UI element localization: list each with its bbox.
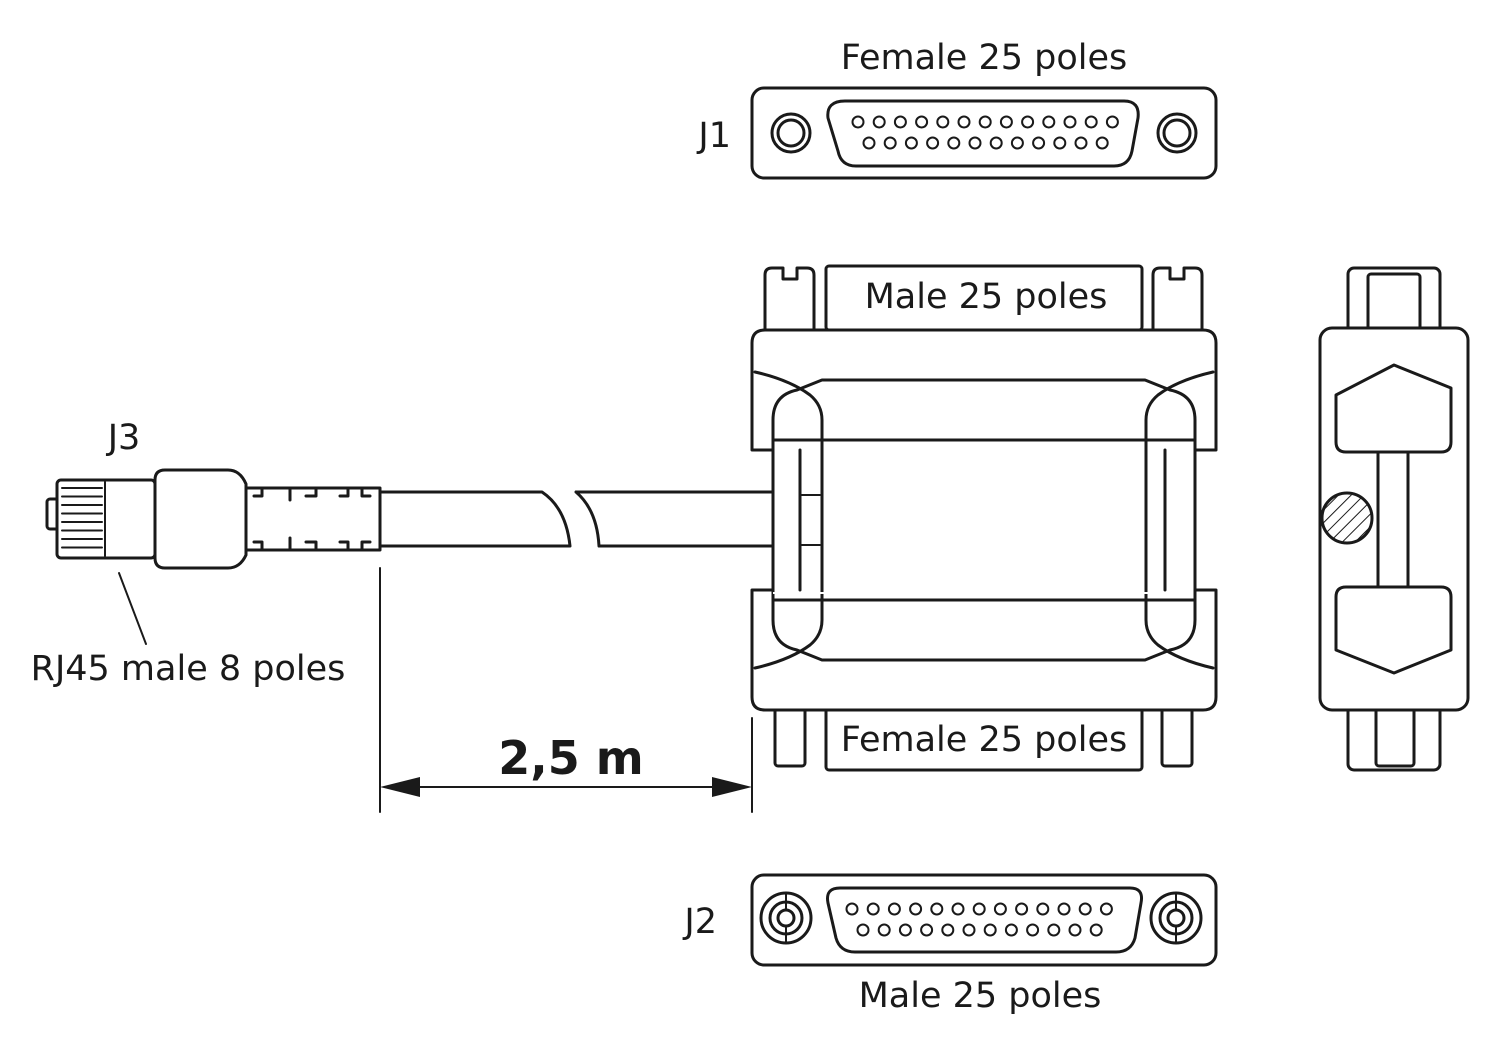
j1-connector-face <box>750 86 1218 180</box>
j1-left-mount-hole <box>770 112 812 154</box>
pin <box>1105 115 1119 129</box>
pin <box>1063 115 1077 129</box>
pin <box>1021 115 1035 129</box>
pin <box>883 136 897 150</box>
pin <box>1084 115 1098 129</box>
j2-description: Male 25 poles <box>859 976 1102 1016</box>
pin <box>947 136 961 150</box>
pin <box>1074 136 1088 150</box>
pin <box>887 902 901 916</box>
pin <box>851 115 865 129</box>
j2-pin-array <box>845 902 1113 937</box>
pin <box>999 115 1013 129</box>
pin <box>1026 923 1040 937</box>
pin <box>866 902 880 916</box>
cable <box>378 490 775 548</box>
pin <box>893 115 907 129</box>
cable-segment-right <box>574 490 775 548</box>
pin <box>983 923 997 937</box>
strain-relief <box>244 486 382 552</box>
pin <box>962 923 976 937</box>
pin <box>989 136 1003 150</box>
pin <box>926 136 940 150</box>
pin <box>862 136 876 150</box>
pin <box>898 923 912 937</box>
bottom-body-label: Female 25 poles <box>841 720 1127 760</box>
j2-shell <box>750 873 1218 967</box>
cable-length-label: 2,5 m <box>498 731 643 785</box>
pin <box>941 923 955 937</box>
j1-d-sub-outline <box>826 99 1140 168</box>
pin <box>1089 923 1103 937</box>
pin <box>845 902 859 916</box>
pin <box>920 923 934 937</box>
top-right-tab <box>1151 266 1204 332</box>
dimension-arrow-icon <box>379 567 753 813</box>
rj45-description: RJ45 male 8 poles <box>31 649 346 689</box>
body-waist <box>771 438 1197 602</box>
pin <box>1057 902 1071 916</box>
pin <box>951 902 965 916</box>
pin <box>856 923 870 937</box>
j1-right-mount-hole <box>1156 112 1198 154</box>
side-top-grip <box>1334 363 1453 454</box>
top-body-label: Male 25 poles <box>865 277 1108 317</box>
pin <box>972 902 986 916</box>
j1-shell <box>750 86 1218 180</box>
pin <box>909 902 923 916</box>
cable-segment-left <box>378 490 572 548</box>
pin <box>1095 136 1109 150</box>
top-left-tab <box>763 266 816 332</box>
pin <box>872 115 886 129</box>
pin <box>1047 923 1061 937</box>
pin <box>1036 902 1050 916</box>
rj45-plug-icon <box>45 468 382 570</box>
j1-description: Female 25 poles <box>841 38 1127 78</box>
pin <box>1004 923 1018 937</box>
pin <box>904 136 918 150</box>
pin <box>1032 136 1046 150</box>
pin <box>1068 923 1082 937</box>
side-bottom-grip <box>1334 585 1453 675</box>
pin <box>1015 902 1029 916</box>
upper-block <box>750 328 1218 452</box>
pin <box>993 902 1007 916</box>
rj45-leader-line <box>118 572 147 645</box>
pin <box>930 902 944 916</box>
pin <box>915 115 929 129</box>
rj45-boot <box>153 468 248 570</box>
rj45-contacts <box>61 487 103 549</box>
pin <box>978 115 992 129</box>
side-cable-section-icon <box>1320 491 1374 545</box>
adapter-body <box>750 264 1218 772</box>
pin <box>1042 115 1056 129</box>
j1-pin-array <box>851 115 1119 150</box>
pin <box>1053 136 1067 150</box>
j2-left-jackscrew <box>759 891 813 945</box>
j1-label: J1 <box>696 116 731 156</box>
j2-connector-face <box>750 873 1218 967</box>
pin <box>957 115 971 129</box>
j2-label: J2 <box>682 902 717 942</box>
pin <box>936 115 950 129</box>
j2-d-sub-outline <box>826 886 1143 954</box>
adapter-side-view <box>1318 266 1470 772</box>
pin <box>1099 902 1113 916</box>
pin <box>968 136 982 150</box>
pin <box>1010 136 1024 150</box>
pin <box>877 923 891 937</box>
j3-label: J3 <box>106 418 141 458</box>
j2-right-jackscrew <box>1149 891 1203 945</box>
pin <box>1078 902 1092 916</box>
lower-block <box>750 588 1218 712</box>
